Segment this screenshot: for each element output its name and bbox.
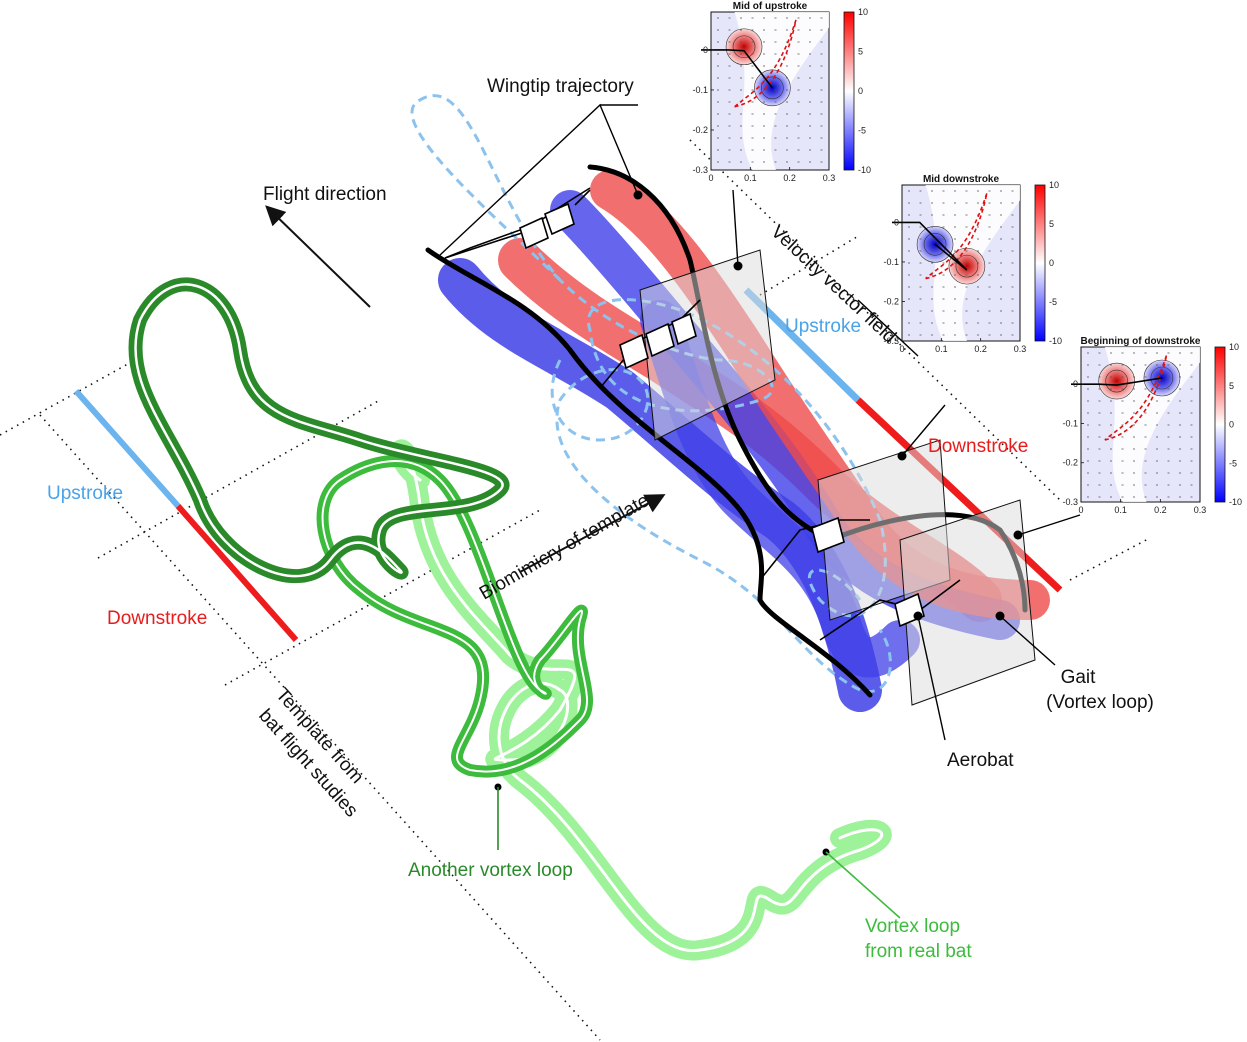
- inset-colorbar: [1214, 346, 1226, 503]
- label-real-bat-line2: from real bat: [865, 941, 972, 962]
- inset-x-tick-label: 0.3: [1014, 344, 1027, 354]
- inset-colorbar-label: -5: [1229, 458, 1237, 468]
- biomimicry-arrow: [519, 494, 666, 573]
- inset-contour-ring: [1150, 366, 1174, 390]
- inset-colorbar-label: -10: [858, 165, 871, 175]
- inset-y-tick-label: -0.3: [1062, 497, 1078, 507]
- inset-contour-ring: [923, 232, 947, 256]
- inset-colorbar-label: 5: [1229, 381, 1234, 391]
- inset-colorbar-label: 10: [1049, 180, 1059, 190]
- green-callouts: [497, 787, 901, 919]
- label-aerobat: Aerobat: [947, 750, 1014, 771]
- inset-x-tick-label: 0.2: [974, 344, 987, 354]
- inset-wing-stick: [1071, 377, 1163, 386]
- inset-wing-path: [925, 192, 988, 280]
- velocity-planes: [639, 249, 1036, 706]
- inset-colorbar-label: 10: [858, 7, 868, 17]
- template-stroke-line: [73, 389, 299, 642]
- label-gait-line1: Gait: [1061, 667, 1097, 688]
- inset-y-tick-label: -0.2: [883, 296, 899, 306]
- label-another-vortex-loop: Another vortex loop: [408, 860, 573, 881]
- inset-colorbar-label: 10: [1229, 342, 1239, 352]
- inset-y-tick-label: 0: [1073, 379, 1078, 389]
- label-upstroke-left: Upstroke: [47, 483, 123, 504]
- inset-y-tick-label: -0.1: [883, 257, 899, 267]
- inset-contour-ring: [1105, 369, 1128, 393]
- label-biomimicry: Biomimicry of template: [476, 490, 653, 604]
- inset-colorbar: [843, 11, 855, 171]
- vortex-loop-template: [128, 277, 510, 584]
- aerobat-skeleton-mid: [599, 299, 701, 389]
- inset-x-tick-label: 0.3: [823, 173, 836, 183]
- inset-y-tick-label: -0.3: [692, 165, 708, 175]
- inset-title: Mid of upstroke: [733, 1, 808, 12]
- inset-x-tick-label: 0.2: [783, 173, 796, 183]
- inset-contour-ring: [732, 35, 756, 59]
- inset-colorbar-label: -10: [1229, 497, 1242, 507]
- inset-y-tick-label: 0: [703, 45, 708, 55]
- inset-y-tick-label: -0.2: [692, 125, 708, 135]
- inset-x-tick-label: 0.1: [744, 173, 757, 183]
- dotted-guide-lines: [0, 139, 1151, 1041]
- inset-title: Beginning of downstroke: [1081, 336, 1201, 347]
- label-gait-line2: (Vortex loop): [1046, 692, 1154, 713]
- inset-wing-stick: [701, 49, 773, 89]
- inset-y-tick-label: -0.3: [883, 336, 899, 346]
- inset-wing-stick: [892, 221, 968, 271]
- inset-title: Mid downstroke: [923, 174, 1000, 185]
- inset-panels: Mid of upstroke 0 0.1 0.2 0.3 0 -0.1 -0.2 -0.3 10…: [692, 1, 1242, 515]
- label-wingtip-trajectory: Wingtip trajectory: [487, 76, 634, 97]
- inset-colorbar-label: 5: [858, 47, 863, 57]
- inset-colorbar-label: -5: [858, 126, 866, 136]
- inset-y-tick-label: 0: [894, 217, 899, 227]
- inset-vortex-positive: [1098, 362, 1135, 400]
- inset-wing-path: [1104, 354, 1168, 441]
- inset-y-tick-label: -0.1: [692, 85, 708, 95]
- vortex-loop-real-bat: [389, 439, 892, 961]
- inset-x-tick-label: 0: [899, 344, 904, 354]
- wingtip-trajectory-callout: [439, 103, 639, 256]
- inset-colorbar-label: 5: [1049, 219, 1054, 229]
- inset-colorbar-label: 0: [1049, 258, 1054, 268]
- inset-x-tick-label: 0: [708, 173, 713, 183]
- inset-vortex-positive: [948, 247, 986, 285]
- label-real-bat-line1: Vortex loop: [865, 916, 960, 937]
- inset-colorbar-label: -10: [1049, 336, 1062, 346]
- inset-panel: Mid downstroke 0 0.1 0.2 0.3 0 -0.1 -0.2 -0.3 10 5…: [883, 174, 1062, 354]
- inset-colorbar-label: 0: [858, 86, 863, 96]
- inset-contour-ring: [955, 254, 979, 278]
- label-upstroke-right: Upstroke: [785, 316, 861, 337]
- inset-contour-ring: [761, 76, 784, 100]
- inset-colorbar-label: -5: [1049, 297, 1057, 307]
- inset-x-tick-label: 0.2: [1154, 505, 1167, 515]
- vortex-loop-another: [316, 455, 594, 778]
- label-downstroke-left: Downstroke: [107, 608, 207, 629]
- inset-vortex-positive: [725, 28, 763, 66]
- inset-y-tick-label: -0.2: [1062, 458, 1078, 468]
- callout-lines: [732, 189, 1081, 741]
- inset-x-tick-label: 0: [1078, 505, 1083, 515]
- inset-panel: Beginning of downstroke 0 0.1 0.2 0.3 0 -0.1 -0…: [1062, 336, 1242, 515]
- aerobat-skeleton-top: [444, 187, 591, 259]
- inset-y-tick-label: -0.1: [1062, 418, 1078, 428]
- inset-x-tick-label: 0.1: [1114, 505, 1127, 515]
- inset-wing-path: [734, 19, 797, 108]
- label-flight-direction: Flight direction: [263, 184, 387, 205]
- label-downstroke-right: Downstroke: [928, 436, 1028, 457]
- inset-colorbar: [1034, 184, 1046, 342]
- flight-direction-arrow: [265, 205, 371, 308]
- inset-colorbar-label: 0: [1229, 420, 1234, 430]
- inset-x-tick-label: 0.3: [1194, 505, 1207, 515]
- inset-x-tick-label: 0.1: [935, 344, 948, 354]
- inset-panel: Mid of upstroke 0 0.1 0.2 0.3 0 -0.1 -0.2 -0.3 10…: [692, 1, 871, 183]
